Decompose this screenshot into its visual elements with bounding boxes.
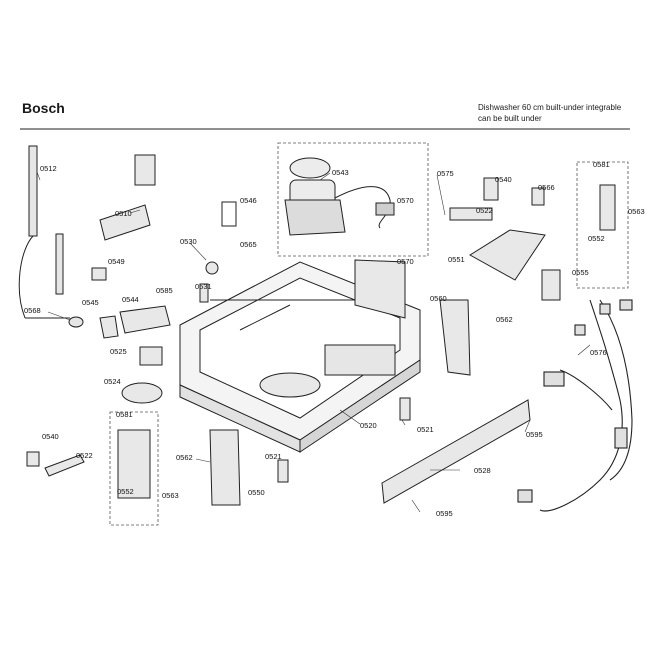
part-label-0595: 0595 bbox=[436, 509, 453, 518]
part-label-0543: 0543 bbox=[332, 168, 349, 177]
part-label-0522: 0522 bbox=[76, 451, 93, 460]
part-0530-knob bbox=[205, 261, 219, 275]
part-0546-clip bbox=[221, 201, 237, 227]
salt-container-assembly bbox=[284, 157, 395, 236]
part-label-0560: 0560 bbox=[430, 294, 447, 303]
description-line-1: Dishwasher 60 cm built-under integrable bbox=[478, 103, 622, 112]
part-label-0563: 0563 bbox=[162, 491, 179, 500]
group-box-foot-bracket-left bbox=[109, 411, 159, 526]
part-label-0563: 0563 bbox=[628, 207, 645, 216]
part-label-0521: 0521 bbox=[417, 425, 434, 434]
part-label-0585: 0585 bbox=[156, 286, 173, 295]
part-0563-bracket bbox=[599, 184, 616, 231]
part-label-0552: 0552 bbox=[588, 234, 605, 243]
part-0524-disk bbox=[121, 382, 163, 404]
part-label-0576: 0576 bbox=[590, 348, 607, 357]
part-label-0570: 0570 bbox=[397, 257, 414, 266]
part-0560-rail bbox=[439, 299, 471, 376]
part-label-0531: 0531 bbox=[195, 282, 212, 291]
part-label-0510: 0510 bbox=[115, 209, 132, 218]
part-0549-clip bbox=[91, 267, 107, 281]
part-0570-bracket bbox=[354, 259, 406, 319]
part-label-0545: 0545 bbox=[82, 298, 99, 307]
appliance-description: Dishwasher 60 cm built-under integrable … bbox=[478, 102, 621, 124]
part-0544-pump bbox=[119, 305, 171, 334]
part-label-0549: 0549 bbox=[108, 257, 125, 266]
part-label-0544: 0544 bbox=[122, 295, 139, 304]
part-0563b-bracket bbox=[117, 429, 151, 499]
wiring-harness bbox=[517, 299, 633, 512]
part-label-0575: 0575 bbox=[437, 169, 454, 178]
part-label-0562: 0562 bbox=[496, 315, 513, 324]
part-label-0524: 0524 bbox=[104, 377, 121, 386]
spray-pipe bbox=[18, 145, 84, 328]
part-label-0552: 0552 bbox=[117, 487, 134, 496]
part-label-0570: 0570 bbox=[397, 196, 414, 205]
part-label-0551: 0551 bbox=[448, 255, 465, 264]
group-box-salt-valve bbox=[277, 142, 429, 257]
part-0521-screw bbox=[399, 397, 411, 421]
part-0521b-screw bbox=[277, 459, 289, 483]
part-label-0565: 0565 bbox=[240, 240, 257, 249]
part-0555-clip bbox=[541, 269, 561, 301]
part-label-0581: 0581 bbox=[116, 410, 133, 419]
part-label-0540: 0540 bbox=[495, 175, 512, 184]
part-0525-sensor bbox=[139, 346, 163, 366]
part-0566 bbox=[531, 187, 545, 206]
part-label-0525: 0525 bbox=[110, 347, 127, 356]
part-label-0540: 0540 bbox=[42, 432, 59, 441]
part-label-0566: 0566 bbox=[538, 183, 555, 192]
part-label-0512: 0512 bbox=[40, 164, 57, 173]
part-0540b-latch bbox=[26, 451, 40, 467]
part-label-0555: 0555 bbox=[572, 268, 589, 277]
part-label-0528: 0528 bbox=[474, 466, 491, 475]
part-0540-latch bbox=[483, 177, 499, 201]
part-0522b-hinge bbox=[44, 454, 85, 477]
part-label-0562: 0562 bbox=[176, 453, 193, 462]
part-0551-lever bbox=[469, 229, 546, 281]
part-0550-rail bbox=[209, 429, 241, 506]
part-label-0522: 0522 bbox=[476, 206, 493, 215]
part-0510-heater bbox=[134, 154, 156, 186]
part-label-0520: 0520 bbox=[360, 421, 377, 430]
part-label-0550: 0550 bbox=[248, 488, 265, 497]
part-label-0595: 0595 bbox=[526, 430, 543, 439]
part-0545 bbox=[99, 315, 119, 339]
part-label-0568: 0568 bbox=[24, 306, 41, 315]
group-box-foot-bracket-right bbox=[576, 161, 629, 289]
part-label-0581: 0581 bbox=[593, 160, 610, 169]
part-0531-screw bbox=[199, 283, 209, 303]
leader-lines bbox=[36, 171, 591, 513]
group-boxes bbox=[109, 142, 629, 526]
brand-name: Bosch bbox=[22, 100, 65, 116]
part-label-0530: 0530 bbox=[180, 237, 197, 246]
base-tub bbox=[179, 261, 421, 453]
part-label-0521: 0521 bbox=[265, 452, 282, 461]
part-label-0546: 0546 bbox=[240, 196, 257, 205]
description-line-2: can be built under bbox=[478, 114, 542, 123]
parts-misc bbox=[26, 154, 616, 506]
part-number-labels: 0512 0510 0543 0570 0575 0540 0566 0581 0563 0546… bbox=[24, 160, 645, 518]
part-0522-hinge bbox=[449, 207, 493, 221]
